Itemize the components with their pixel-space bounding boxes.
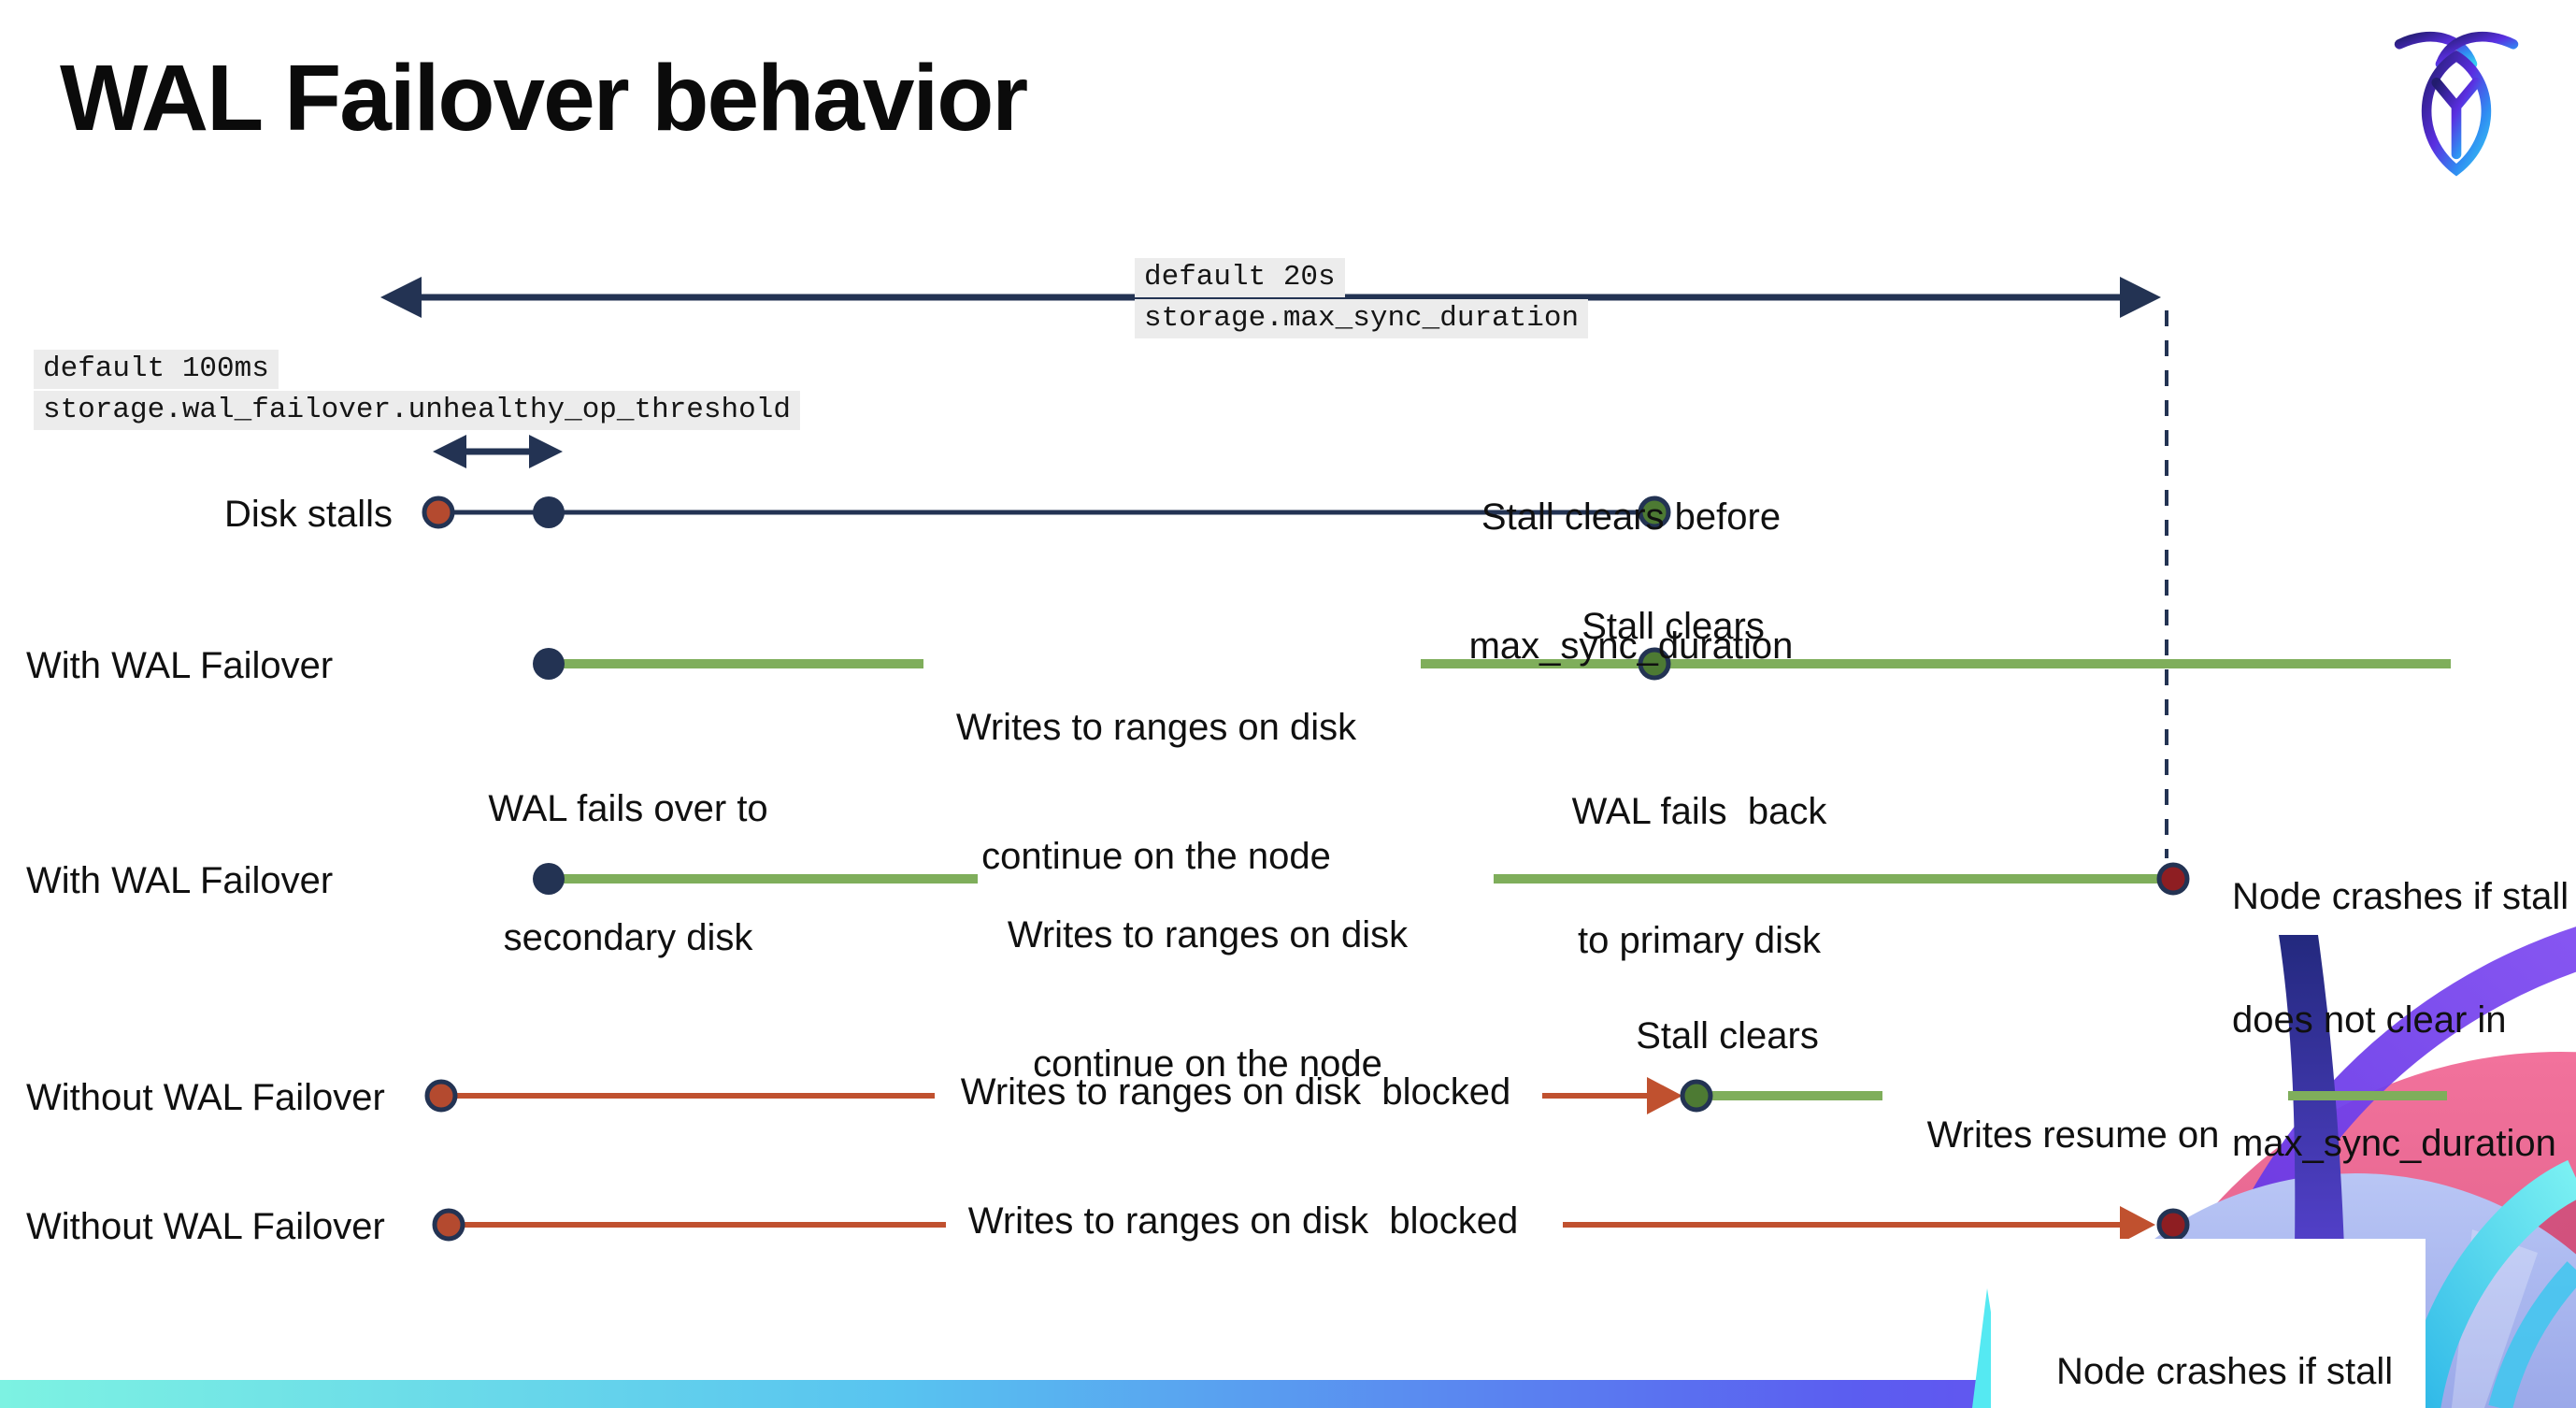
stall-clears-note-2: Stall clears — [1636, 1015, 1819, 1056]
wal-fails-over-note: WAL fails over to secondary disk — [488, 788, 768, 958]
row-label-with-wal-1: With WAL Failover — [26, 645, 334, 686]
stall-clears-before-note: Stall clears before max_sync_duration — [1468, 496, 1794, 667]
node-crashes-note: Node crashes if stall does not clear in … — [2232, 876, 2569, 1164]
row-label-without-wal-2: Without WAL Failover — [26, 1206, 385, 1247]
writes-continue-note-2: Writes to ranges on disk continue on the… — [1007, 914, 1409, 1085]
row-label-without-wal-1: Without WAL Failover — [26, 1077, 385, 1118]
max-sync-duration-arrow — [380, 277, 2161, 318]
writes-blocked-note-2: Writes to ranges on disk blocked — [967, 1200, 1519, 1242]
failover-dot — [533, 863, 565, 895]
threshold-dot — [533, 496, 565, 528]
node-crashes-callout-box: Node crashes if stall does not clear in … — [1991, 1239, 2426, 1408]
stall-clears-dot — [1638, 496, 1671, 529]
stall-start-dot — [432, 1208, 465, 1242]
row-label-disk-stalls: Disk stalls — [224, 494, 394, 535]
writes-continue-note-1: Writes to ranges on disk continue on the… — [955, 707, 1357, 877]
failover-dot — [533, 648, 565, 680]
cyan-arc-shape — [2488, 1261, 2576, 1408]
page-title: WAL Failover behavior — [60, 46, 1028, 151]
unhealthy-op-threshold-arrow — [433, 435, 563, 468]
without-wal-failover-1-track — [424, 1077, 2447, 1114]
wal-fails-back-note: WAL fails back to primary disk — [1571, 791, 1827, 961]
failback-dot — [1638, 647, 1671, 681]
node-crash-dot — [2156, 862, 2190, 896]
cockroachdb-logo-icon — [2394, 31, 2519, 177]
threshold-setting-chip: storage.wal_failover.unhealthy_op_thresh… — [34, 391, 800, 430]
row-label-with-wal-2: With WAL Failover — [26, 860, 334, 901]
stall-start-dot — [422, 496, 455, 529]
node-crashes-callout-text: Node crashes if stall does not clear in … — [2056, 1351, 2394, 1392]
with-wal-failover-1-track — [533, 647, 2451, 681]
writes-blocked-note-1: Writes to ranges on disk blocked — [960, 1071, 1511, 1113]
max-sync-setting-chip: storage.max_sync_duration — [1135, 299, 1589, 338]
stall-start-dot — [424, 1079, 458, 1113]
stall-clears-note-1: Stall clears — [1581, 606, 1765, 647]
stall-clears-dot — [1680, 1079, 1713, 1113]
without-wal-failover-2-track — [432, 1206, 2190, 1243]
with-wal-failover-2-track — [533, 862, 2190, 896]
disk-stalls-track — [422, 496, 1671, 529]
threshold-default-chip: default 100ms — [34, 350, 279, 389]
cyan-arc-shape — [2401, 1159, 2576, 1408]
max-sync-default-chip: default 20s — [1135, 258, 1345, 297]
